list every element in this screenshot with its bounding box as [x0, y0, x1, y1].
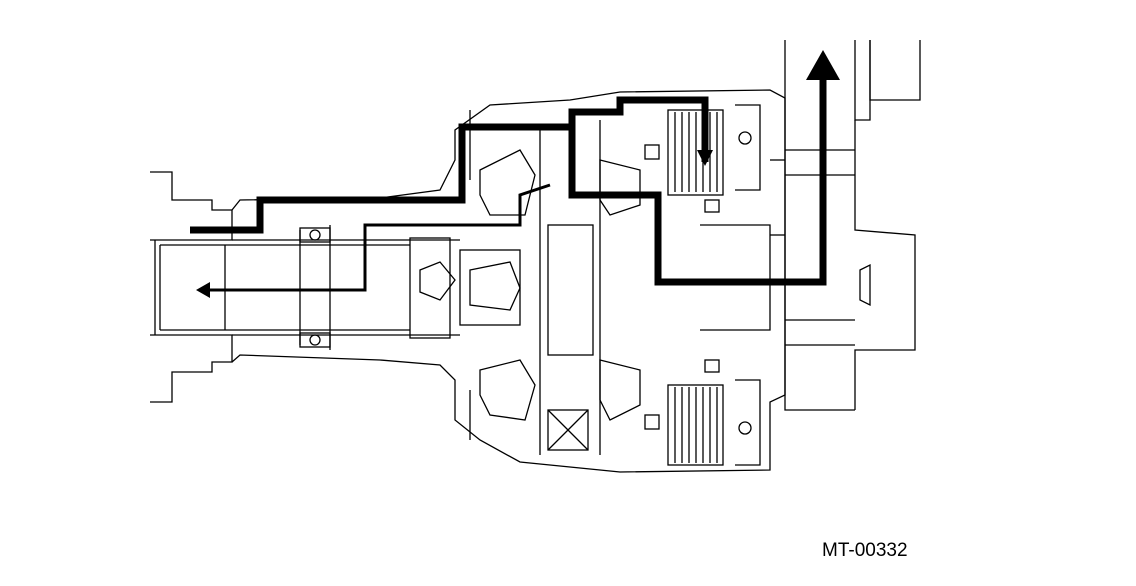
clutch-pack [644, 104, 761, 466]
left-shaft-housing [150, 171, 460, 403]
differential-center [409, 224, 594, 451]
right-output-flange [700, 40, 921, 411]
figure-code-label: MT-00332 [822, 540, 908, 561]
power-flow-path-main [190, 50, 840, 286]
power-flow-path-secondary [196, 150, 713, 298]
bevel-gears [479, 149, 641, 421]
output-arrowhead-left-icon [196, 282, 210, 298]
clutch-arrowhead-down-icon [697, 150, 713, 166]
output-arrowhead-up-icon [806, 50, 840, 80]
